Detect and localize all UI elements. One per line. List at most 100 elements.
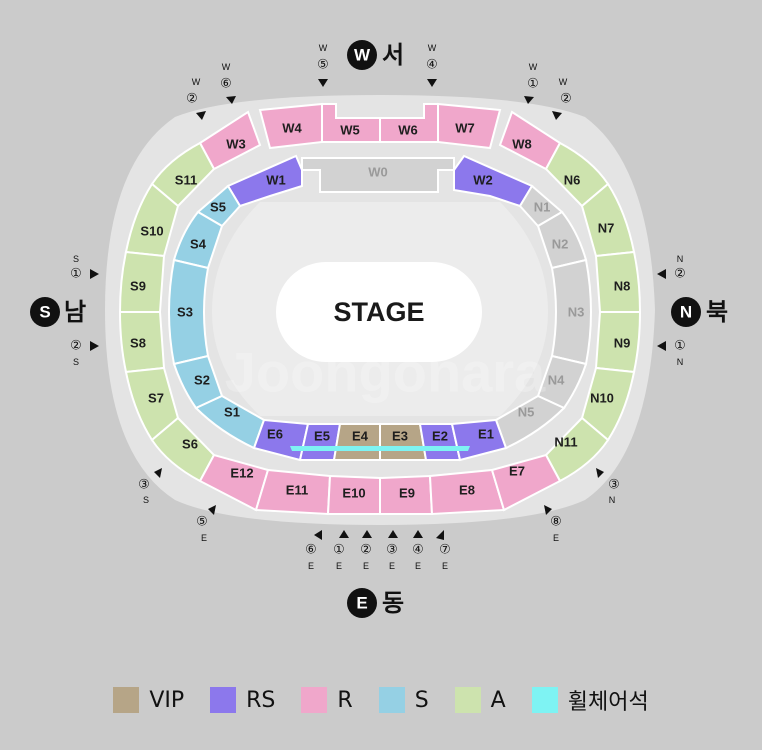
label-N7: N7: [598, 221, 615, 236]
south-badge-icon: [30, 297, 60, 327]
arrow-down-left-icon: [552, 111, 562, 120]
label-N10: N10: [590, 391, 614, 406]
gate-num: ⑥: [220, 77, 232, 92]
arrow-up-left-icon: [596, 468, 604, 478]
arrow-left-icon: [657, 341, 666, 351]
gate-e3[interactable]: ③ E: [386, 530, 398, 571]
label-N6: N6: [564, 173, 581, 188]
gate-sub: N: [609, 495, 616, 505]
gate-sub: N: [677, 357, 684, 367]
gate-sub: E: [336, 561, 342, 571]
legend-label: S: [414, 687, 429, 713]
label-E3: E3: [392, 429, 408, 444]
legend-swatch: [378, 687, 405, 713]
gate-sub: W: [529, 62, 538, 72]
arrow-down-icon: [427, 79, 437, 87]
seating-map: STAGE Joongonara W0 W1 W2 W3 W4 W5 W6 W7…: [30, 40, 728, 618]
gate-sub: W: [222, 62, 231, 72]
section-W7[interactable]: [437, 102, 502, 150]
east-badge-icon: [347, 588, 377, 618]
legend-swatch: [210, 687, 237, 713]
arrow-up-left-icon: [544, 505, 552, 515]
legend: VIP RS R S A 휠체어석: [0, 680, 762, 720]
legend-item-rs: RS: [210, 687, 275, 713]
section-labels: W0 W1 W2 W3 W4 W5 W6 W7 W8 S11 S10 S9 S8…: [130, 121, 630, 501]
legend-swatch: [113, 687, 140, 713]
gate-w4[interactable]: W ④: [426, 43, 438, 87]
gate-num: ⑦: [439, 543, 451, 558]
legend-swatch: [531, 687, 558, 713]
gate-n1[interactable]: ① N: [657, 339, 686, 368]
gate-num: ⑥: [305, 543, 317, 558]
label-E12: E12: [230, 466, 253, 481]
gate-num: ②: [70, 339, 82, 354]
gate-e6[interactable]: ⑥ E: [305, 530, 322, 571]
stage-label: STAGE: [333, 297, 424, 327]
gate-e5[interactable]: ⑤ E: [196, 505, 216, 543]
gate-s1[interactable]: S ①: [70, 254, 99, 282]
gate-e4[interactable]: ④ E: [412, 530, 424, 571]
label-S10: S10: [140, 224, 163, 239]
gate-sub: N: [677, 254, 684, 264]
gate-s3[interactable]: ③ S: [138, 468, 162, 505]
gate-e2[interactable]: ② E: [360, 530, 372, 571]
gate-n3[interactable]: ③ N: [596, 468, 620, 505]
gate-sub: E: [442, 561, 448, 571]
gate-sub: S: [73, 254, 79, 264]
stage: [276, 262, 482, 362]
legend-item-a: A: [454, 687, 506, 713]
gate-num: ②: [674, 267, 686, 282]
gate-w2-right[interactable]: W ②: [552, 77, 572, 120]
label-S1: S1: [224, 405, 240, 420]
label-E9: E9: [399, 486, 415, 501]
label-E5: E5: [314, 429, 330, 444]
gate-n2[interactable]: N ②: [657, 254, 686, 282]
arrow-up-right-icon: [208, 505, 216, 515]
arrow-up-icon: [388, 530, 398, 538]
label-N4: N4: [548, 373, 565, 388]
label-N1: N1: [534, 200, 551, 215]
section-E7[interactable]: [490, 453, 562, 512]
gate-sub: W: [192, 77, 201, 87]
label-S7: S7: [148, 391, 164, 406]
legend-item-r: R: [301, 687, 353, 713]
label-S2: S2: [194, 373, 210, 388]
gate-s2[interactable]: ② S: [70, 339, 99, 368]
gate-sub: S: [143, 495, 149, 505]
gate-num: ⑤: [196, 515, 208, 530]
label-W4: W4: [282, 121, 302, 136]
gate-e7[interactable]: ⑦ E: [436, 530, 451, 571]
gate-w5[interactable]: W ⑤: [317, 43, 329, 87]
legend-label: RS: [246, 687, 276, 713]
gate-num: ⑧: [550, 515, 562, 530]
gate-num: ①: [333, 543, 345, 558]
gate-w2-left[interactable]: W ②: [186, 77, 206, 120]
label-S3: S3: [177, 305, 193, 320]
label-N3: N3: [568, 305, 585, 320]
arrow-right-icon: [90, 269, 99, 279]
gate-e8[interactable]: ⑧ E: [544, 505, 562, 543]
legend-item-wheelchair: 휠체어석: [531, 684, 649, 716]
label-E6: E6: [267, 427, 283, 442]
south-letter: S: [39, 303, 50, 322]
south-label: 남: [64, 298, 86, 326]
gate-e1[interactable]: ① E: [333, 530, 349, 571]
north-letter: N: [680, 303, 692, 322]
gate-w6[interactable]: W ⑥: [220, 62, 236, 104]
arrow-right-icon: [90, 341, 99, 351]
label-W7: W7: [455, 121, 475, 136]
west-label: 서: [382, 41, 404, 69]
legend-item-s: S: [378, 687, 429, 713]
label-S9: S9: [130, 279, 146, 294]
gate-num: ③: [138, 478, 150, 493]
arrow-down-right-icon: [226, 96, 236, 104]
gate-num: ④: [426, 58, 438, 73]
legend-item-vip: VIP: [113, 687, 184, 713]
gate-w1[interactable]: W ①: [524, 62, 539, 104]
gate-sub: E: [363, 561, 369, 571]
gate-sub: E: [201, 533, 207, 543]
wheelchair-seats[interactable]: [290, 446, 470, 451]
label-S8: S8: [130, 336, 146, 351]
legend-label: 휠체어석: [567, 690, 649, 715]
direction-south: S 남: [30, 297, 86, 327]
